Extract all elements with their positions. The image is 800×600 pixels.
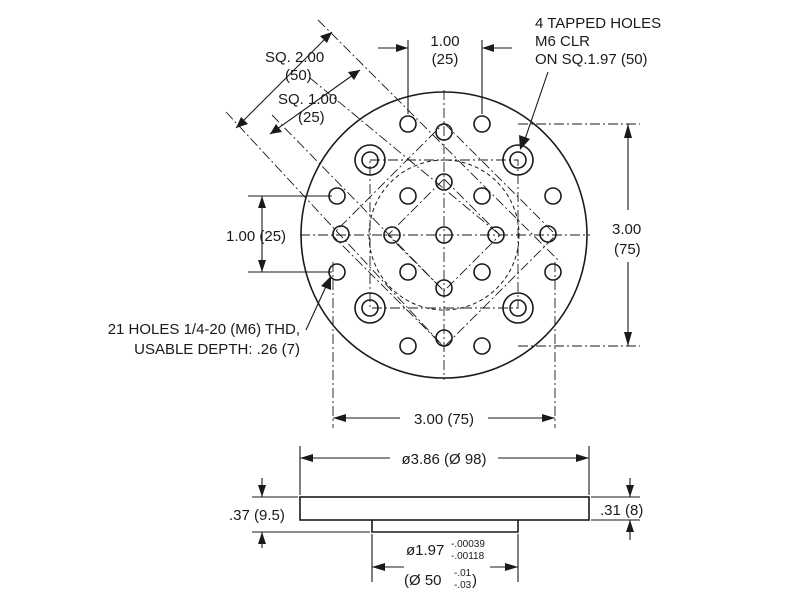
dim-sq-inner-metric: (25) bbox=[298, 109, 325, 126]
dim-pilot-metric-close: ) bbox=[472, 572, 477, 589]
dim-width: 3.00 (75) bbox=[332, 262, 556, 428]
tapped-note-line1: 4 TAPPED HOLES bbox=[535, 15, 661, 32]
tapped-note-line2: M6 CLR bbox=[535, 33, 590, 50]
dim-top-spacing: 1.00 (25) bbox=[378, 33, 512, 114]
dim-square-diagonals bbox=[225, 19, 561, 348]
dim-thickness-left: .37 (9.5) bbox=[229, 478, 370, 548]
tapped-holes bbox=[354, 144, 534, 324]
dim-pilot: ø1.97 -.00039 -.00118 (Ø 50 -.01 -.03 ) bbox=[371, 534, 519, 591]
threaded-hole bbox=[473, 115, 491, 133]
tapped-holes-note: 4 TAPPED HOLES M6 CLR ON SQ.1.97 (50) bbox=[519, 15, 661, 150]
threaded-hole bbox=[435, 279, 453, 297]
dim-thickness-right-value: .31 (8) bbox=[600, 502, 643, 519]
threaded-hole bbox=[487, 226, 505, 244]
dim-pilot-tol-upper: -.00039 bbox=[451, 539, 485, 550]
holes-note-line1: 21 HOLES 1/4-20 (M6) THD, bbox=[108, 321, 300, 338]
dim-diameter-value: ø3.86 (Ø 98) bbox=[401, 451, 486, 468]
tapped-hole-inner bbox=[361, 151, 379, 169]
dim-top-spacing-metric: (25) bbox=[432, 51, 459, 68]
dim-thickness-left-value: .37 (9.5) bbox=[229, 507, 285, 524]
flange-body bbox=[299, 496, 590, 521]
tapped-hole-outer bbox=[354, 292, 386, 324]
threaded-hole bbox=[435, 226, 453, 244]
dim-width-value: 3.00 (75) bbox=[414, 411, 474, 428]
threaded-hole bbox=[544, 187, 562, 205]
dim-pilot-metric: (Ø 50 bbox=[404, 572, 442, 589]
threaded-hole bbox=[399, 187, 417, 205]
dim-height: 3.00 (75) bbox=[518, 123, 641, 347]
dim-pilot-tol-lower: -.00118 bbox=[451, 551, 485, 562]
tapped-hole-outer bbox=[354, 144, 386, 176]
dim-pilot-metric-tol-upper: -.01 bbox=[454, 568, 472, 579]
dim-thickness-right: .31 (8) bbox=[591, 478, 643, 540]
threaded-hole bbox=[383, 226, 401, 244]
side-view: ø3.86 (Ø 98) .37 (9.5) .31 (8) bbox=[229, 446, 643, 591]
holes-note: 21 HOLES 1/4-20 (M6) THD, USABLE DEPTH: … bbox=[108, 276, 331, 358]
tapped-hole-outer bbox=[502, 144, 534, 176]
dim-pilot-value: ø1.97 bbox=[406, 542, 444, 559]
threaded-hole bbox=[473, 263, 491, 281]
threaded-hole bbox=[435, 123, 453, 141]
dim-height-metric: (75) bbox=[614, 241, 641, 258]
pilot-boss bbox=[371, 520, 519, 533]
threaded-hole bbox=[399, 263, 417, 281]
tapped-hole-inner bbox=[509, 299, 527, 317]
dim-sq-inner: SQ. 1.00 bbox=[278, 91, 337, 108]
square-outer bbox=[331, 122, 557, 348]
tapped-hole-outer bbox=[502, 292, 534, 324]
threaded-hole bbox=[399, 115, 417, 133]
dim-diameter: ø3.86 (Ø 98) bbox=[299, 446, 590, 495]
tapped-note-line3: ON SQ.1.97 (50) bbox=[535, 51, 648, 68]
threaded-hole bbox=[473, 337, 491, 355]
threaded-hole bbox=[473, 187, 491, 205]
tapped-hole-inner bbox=[361, 299, 379, 317]
dim-left-spacing: 1.00 (25) bbox=[226, 195, 332, 273]
dim-pilot-metric-tol-lower: -.03 bbox=[454, 580, 472, 591]
holes-note-line2: USABLE DEPTH: .26 (7) bbox=[134, 341, 300, 358]
threaded-hole bbox=[332, 225, 350, 243]
dim-sq-outer: SQ. 2.00 bbox=[265, 49, 324, 66]
threaded-hole bbox=[399, 337, 417, 355]
top-view: 1.00 (25) SQ. 2.00 (50) SQ. 1.00 (25) 4 … bbox=[108, 15, 661, 428]
dim-sq-outer-metric: (50) bbox=[285, 67, 312, 84]
dim-top-spacing-value: 1.00 bbox=[430, 33, 459, 50]
tapped-hole-inner bbox=[509, 151, 527, 169]
threaded-hole bbox=[544, 263, 562, 281]
dim-height-value: 3.00 bbox=[612, 221, 641, 238]
dim-left-spacing-value: 1.00 (25) bbox=[226, 228, 286, 245]
threaded-hole bbox=[539, 225, 557, 243]
